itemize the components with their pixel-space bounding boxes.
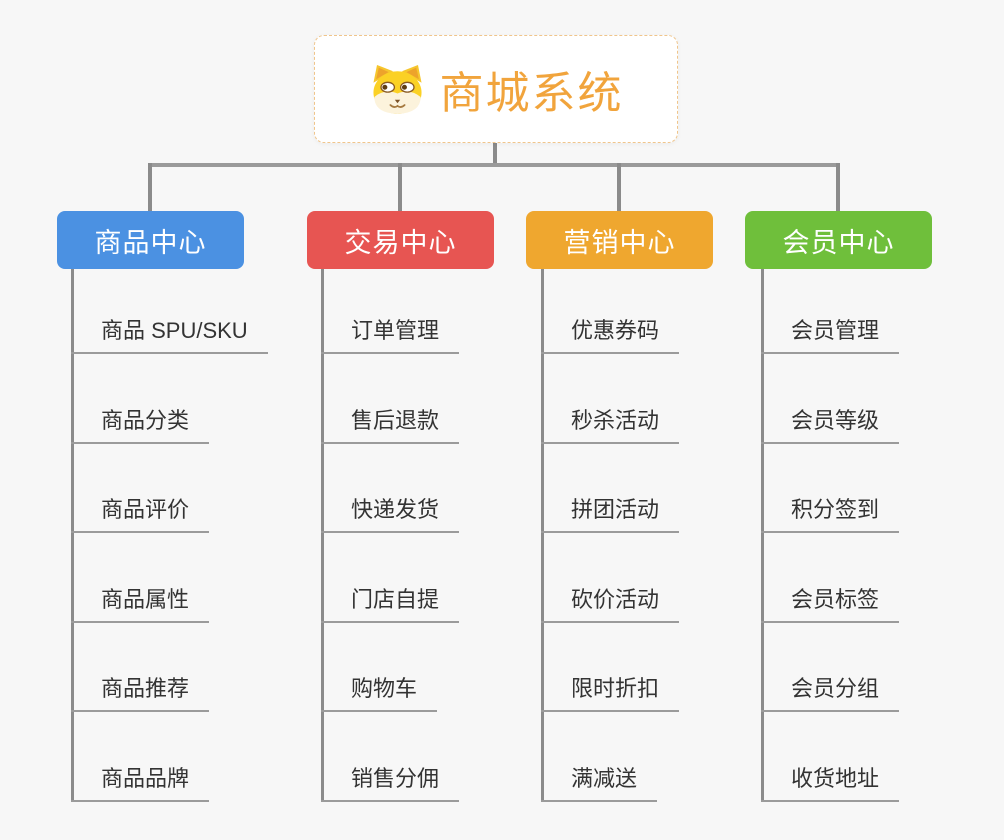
connector-drop bbox=[398, 163, 402, 211]
leaf-node[interactable]: 购物车 bbox=[321, 674, 438, 712]
branch-label: 交易中心 bbox=[344, 227, 457, 258]
branch-trunk bbox=[541, 269, 544, 802]
leaf-node[interactable]: 拼团活动 bbox=[541, 495, 680, 533]
leaf-node[interactable]: 优惠券码 bbox=[541, 316, 680, 354]
leaf-node[interactable]: 限时折扣 bbox=[541, 674, 680, 712]
leaf-node[interactable]: 积分签到 bbox=[761, 495, 900, 533]
leaf-node[interactable]: 会员标签 bbox=[761, 585, 900, 623]
branch-header-trade-center[interactable]: 交易中心 bbox=[307, 211, 494, 269]
root-title: 商城系统 bbox=[439, 69, 624, 118]
leaf-node[interactable]: 收货地址 bbox=[761, 764, 900, 802]
branch-trunk bbox=[71, 269, 74, 802]
connector-drop bbox=[148, 163, 152, 211]
leaf-node[interactable]: 门店自提 bbox=[321, 585, 460, 623]
leaf-node[interactable]: 售后退款 bbox=[321, 406, 460, 444]
connector-drop bbox=[617, 163, 621, 211]
root-node[interactable]: 商城系统 bbox=[314, 35, 678, 143]
branch-trunk bbox=[761, 269, 764, 802]
branch-header-member-center[interactable]: 会员中心 bbox=[745, 211, 932, 269]
leaf-node[interactable]: 商品评价 bbox=[71, 495, 210, 533]
connector-drop bbox=[836, 163, 840, 211]
leaf-node[interactable]: 商品推荐 bbox=[71, 674, 210, 712]
leaf-node[interactable]: 满减送 bbox=[541, 764, 658, 802]
leaf-node[interactable]: 商品属性 bbox=[71, 585, 210, 623]
branch-label: 商品中心 bbox=[94, 227, 207, 258]
leaf-node[interactable]: 会员分组 bbox=[761, 674, 900, 712]
branch-trunk bbox=[321, 269, 324, 802]
leaf-node[interactable]: 会员等级 bbox=[761, 406, 900, 444]
leaf-node[interactable]: 商品 SPU/SKU bbox=[71, 316, 268, 354]
branch-label: 会员中心 bbox=[782, 227, 895, 258]
branch-header-product-center[interactable]: 商品中心 bbox=[57, 211, 244, 269]
branch-label: 营销中心 bbox=[563, 227, 676, 258]
leaf-node[interactable]: 砍价活动 bbox=[541, 585, 680, 623]
leaf-node[interactable]: 商品分类 bbox=[71, 406, 210, 444]
connector-root-trunk bbox=[493, 141, 497, 167]
doge-icon bbox=[372, 64, 422, 114]
branch-header-marketing-center[interactable]: 营销中心 bbox=[526, 211, 713, 269]
leaf-node[interactable]: 秒杀活动 bbox=[541, 406, 680, 444]
leaf-node[interactable]: 会员管理 bbox=[761, 316, 900, 354]
leaf-node[interactable]: 订单管理 bbox=[321, 316, 460, 354]
leaf-node[interactable]: 销售分佣 bbox=[321, 764, 460, 802]
leaf-node[interactable]: 商品品牌 bbox=[71, 764, 210, 802]
leaf-node[interactable]: 快递发货 bbox=[321, 495, 460, 533]
connector-bus bbox=[148, 163, 840, 167]
